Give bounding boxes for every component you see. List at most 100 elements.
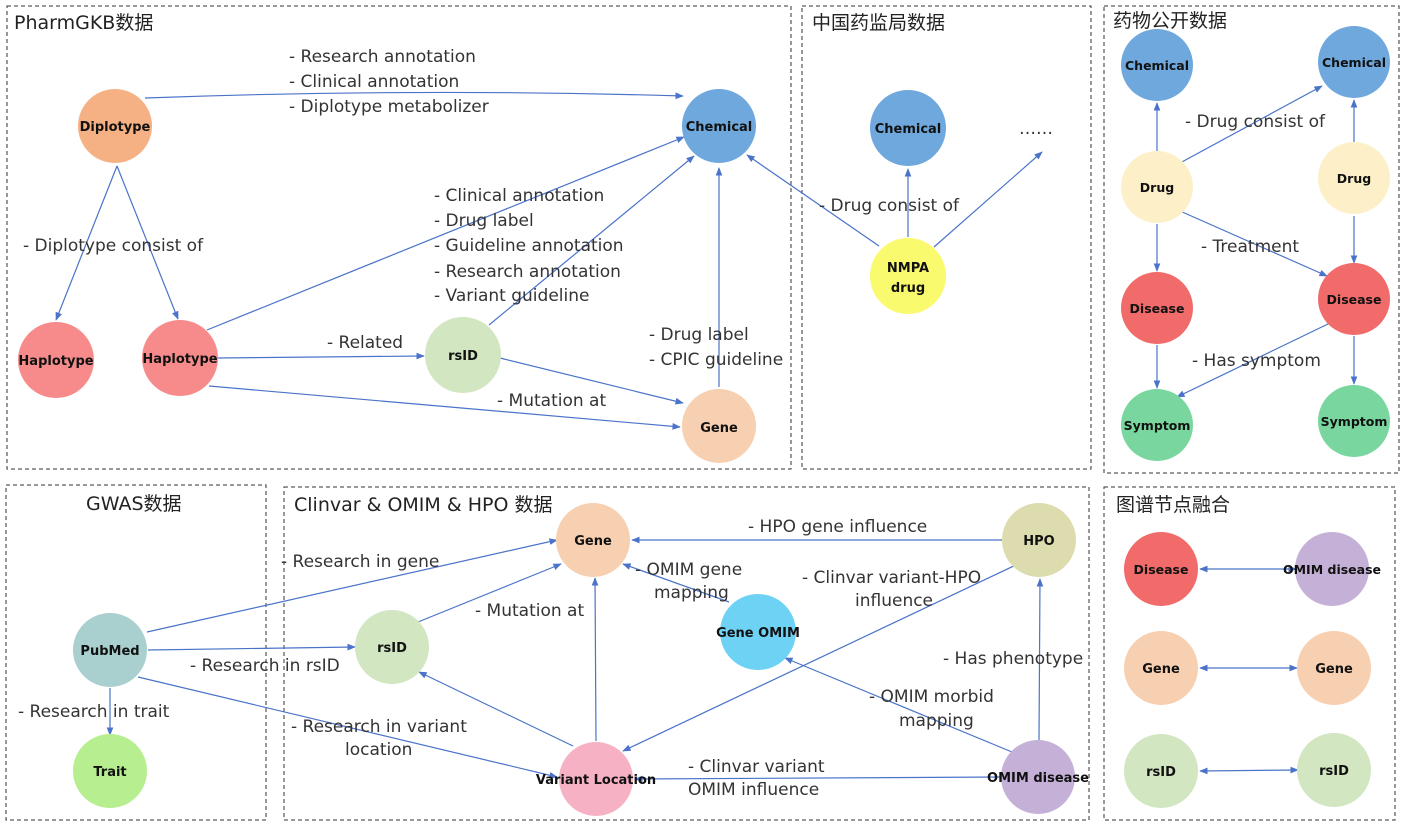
edge-haplotype-gene — [208, 385, 681, 430]
node-haplotype-b-label: Haplotype — [142, 352, 217, 367]
label-related: - Related — [327, 333, 403, 353]
edge-drug-a-disease-b — [1179, 210, 1328, 277]
nmpa-panel — [801, 5, 1092, 470]
edges — [55, 85, 1358, 783]
node-fusion-disease-label: Disease — [1134, 562, 1189, 577]
edge-omim-geneomim — [784, 657, 1013, 753]
public-drug-title: 药物公开数据 — [1113, 10, 1227, 32]
label-rsid-chem-5: - Variant guideline — [434, 286, 589, 306]
node-fusion-disease — [1124, 532, 1198, 606]
fusion-title: 图谱节点融合 — [1116, 494, 1230, 516]
public-drug-panel — [1103, 5, 1400, 474]
label-dip-chem-1: - Research annotation — [289, 47, 476, 67]
node-nmpa-drug — [870, 238, 946, 314]
label-research-gene: - Research in gene — [281, 552, 439, 572]
nmpa-title: 中国药监局数据 — [812, 12, 945, 34]
node-rsid-clinvar — [355, 610, 429, 684]
label-research-variant-1: - Research in variant — [291, 717, 467, 737]
gwas-title: GWAS数据 — [86, 493, 182, 515]
node-chemical-pgkb — [682, 89, 756, 163]
node-drug-b-label: Drug — [1337, 171, 1371, 186]
edge-nmpa-chemical-pgkb — [746, 154, 880, 247]
node-drug-a — [1121, 151, 1193, 223]
node-gene-clinvar-label: Gene — [574, 534, 612, 549]
ellipsis-text: …… — [1019, 119, 1053, 139]
node-symptom-b — [1318, 385, 1390, 457]
node-rsid-clinvar-label: rsID — [377, 641, 407, 656]
edge-diplotype-haplotype-a — [55, 165, 118, 321]
node-fusion-rsid-b-label: rsID — [1319, 764, 1349, 779]
node-fusion-gene-b — [1297, 631, 1371, 705]
node-hpo-label: HPO — [1023, 534, 1054, 549]
node-trait-label: Trait — [93, 765, 126, 780]
node-symptom-a-label: Symptom — [1124, 418, 1191, 433]
edge-drug-a-chemical-b — [1179, 85, 1323, 164]
node-nmpa-drug-label-2: drug — [891, 281, 925, 296]
node-gene-clinvar — [556, 503, 630, 577]
edge-pubmed-gene — [146, 538, 558, 633]
node-fusion-rsid-a-label: rsID — [1146, 765, 1176, 780]
label-public-drug-consist: - Drug consist of — [1185, 112, 1326, 132]
label-research-variant-2: location — [345, 740, 412, 760]
label-gene-chem-2: - CPIC guideline — [649, 350, 783, 370]
edge-rsid-gene — [499, 357, 684, 405]
label-rsid-chem-2: - Drug label — [434, 211, 534, 231]
edge-variant-rsid — [418, 671, 574, 747]
edge-hpo-variant — [622, 563, 1019, 752]
node-pubmed-label: PubMed — [80, 644, 139, 659]
node-disease-b-label: Disease — [1327, 292, 1382, 307]
node-pubmed — [73, 613, 147, 687]
node-fusion-gene-a — [1124, 631, 1198, 705]
node-variant-location — [559, 742, 633, 816]
node-disease-b — [1318, 263, 1390, 335]
pharmgkb-panel — [6, 5, 792, 470]
clinvar-panel — [283, 486, 1090, 821]
label-morbid-1: - OMIM morbid — [869, 687, 994, 707]
node-chemical-b-public — [1318, 26, 1390, 98]
node-disease-a — [1121, 272, 1193, 344]
edge-geneomim-gene — [622, 563, 730, 603]
node-nmpa-drug-label-1: NMPA — [887, 261, 929, 276]
node-gene-pgkb-label: Gene — [700, 421, 738, 436]
label-mutation-clinvar: - Mutation at — [475, 601, 584, 621]
label-treatment: - Treatment — [1201, 237, 1299, 257]
edge-fusion-rsid — [1199, 766, 1299, 775]
label-research-trait: - Research in trait — [18, 702, 170, 722]
edge-omim-hpo — [1036, 578, 1044, 741]
label-nmpa-drug-consist: - Drug consist of — [819, 196, 960, 216]
label-dip-chem-3: - Diplotype metabolizer — [289, 97, 489, 117]
node-diplotype-label: Diplotype — [80, 120, 151, 135]
node-diplotype — [78, 89, 152, 163]
gwas-panel — [5, 484, 267, 821]
label-research-rsid: - Research in rsID — [190, 656, 340, 676]
node-fusion-rsid-a — [1124, 734, 1198, 808]
node-haplotype-a — [18, 322, 94, 398]
label-morbid-2: mapping — [899, 711, 974, 731]
edge-pubmed-variant — [137, 676, 558, 779]
node-symptom-a — [1121, 389, 1193, 461]
edge-disease-b-symptom-a — [1176, 322, 1331, 398]
label-dip-chem-2: - Clinical annotation — [289, 72, 459, 92]
node-drug-b — [1318, 142, 1390, 214]
edge-labels: - Research annotation - Clinical annotat… — [18, 47, 1326, 800]
label-omim-gene-2: mapping — [654, 583, 729, 603]
edge-haplotype-chemical — [206, 136, 685, 331]
label-clinvar-hpo-2: influence — [855, 591, 933, 611]
node-trait — [73, 734, 147, 808]
label-clinvar-omim-2: OMIM influence — [688, 780, 819, 800]
label-has-phenotype: - Has phenotype — [943, 649, 1083, 669]
node-hpo — [1002, 503, 1076, 577]
label-omim-gene-1: - OMIM gene — [635, 560, 742, 580]
fusion-panel — [1103, 486, 1396, 821]
label-mutation-pgkb: - Mutation at — [497, 391, 606, 411]
node-chemical-b-public-label: Chemical — [1322, 55, 1386, 70]
node-gene-omim — [720, 594, 796, 670]
edge-rsid-gene-clinvar — [417, 563, 562, 623]
node-disease-a-label: Disease — [1130, 301, 1185, 316]
node-gene-pgkb — [682, 389, 756, 463]
node-fusion-omim-disease-label: OMIM disease — [1283, 562, 1381, 577]
node-drug-a-label: Drug — [1140, 180, 1174, 195]
edge-diplotype-chemical — [144, 91, 684, 100]
edge-haplotype-rsid — [217, 352, 425, 360]
